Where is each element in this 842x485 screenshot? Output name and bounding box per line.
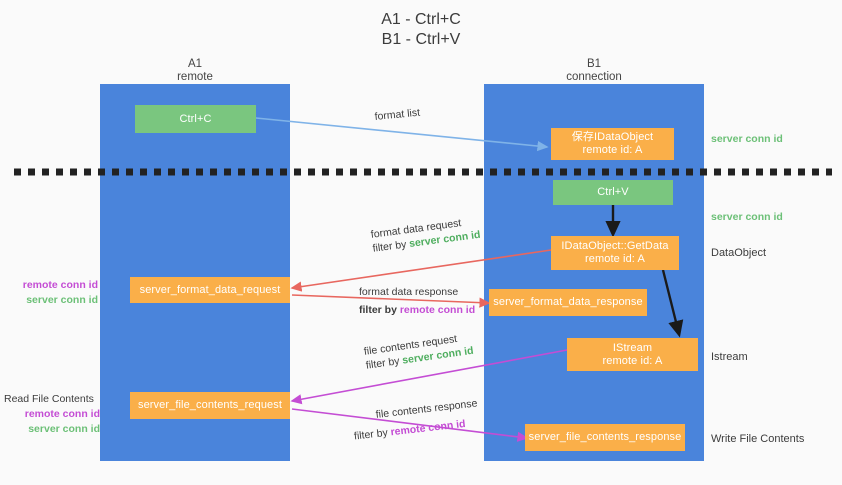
node-server-file-contents-response[interactable]: server_file_contents_response bbox=[525, 424, 685, 451]
edge-label-format-data-response-line1: format data response bbox=[359, 286, 459, 298]
page-title: A1 - Ctrl+C B1 - Ctrl+V bbox=[381, 11, 461, 48]
node-ctrl-v[interactable]: Ctrl+V bbox=[553, 180, 673, 205]
right-annotation-dataobject: DataObject bbox=[711, 247, 767, 259]
node-ctrl-c[interactable]: Ctrl+C bbox=[135, 105, 256, 133]
arrow-getdata-to-istream bbox=[661, 269, 684, 338]
arrow-format-list bbox=[255, 117, 549, 152]
left-annotation-format-conn-ids: remote conn id server conn id bbox=[8, 278, 98, 308]
filter-term-remote-conn-id: remote conn id bbox=[399, 304, 476, 316]
node-save-idataobject[interactable]: 保存IDataObject remote id: A bbox=[551, 128, 674, 160]
right-annotation-istream: Istream bbox=[711, 351, 748, 363]
arrow-file-contents-response bbox=[291, 408, 529, 442]
left-annotation-server-conn-id: server conn id bbox=[28, 423, 100, 435]
node-idataobject-getdata[interactable]: IDataObject::GetData remote id: A bbox=[551, 236, 679, 270]
arrow-file-contents-request bbox=[290, 349, 568, 405]
column-header-b1: B1 connection bbox=[566, 58, 622, 83]
left-annotation-server-conn-id: server conn id bbox=[26, 294, 98, 306]
left-annotation-remote-conn-id: remote conn id bbox=[22, 279, 98, 291]
left-annotation-read-file-heading: Read File Contents bbox=[4, 393, 94, 405]
left-annotation-read-file: Read File Contents remote conn id server… bbox=[4, 392, 104, 437]
arrow-format-data-request bbox=[290, 249, 552, 292]
node-server-format-data-request[interactable]: server_format_data_request bbox=[130, 277, 290, 303]
left-annotation-remote-conn-id: remote conn id bbox=[24, 408, 100, 420]
right-annotation-write-file-contents: Write File Contents bbox=[711, 433, 805, 445]
node-server-file-contents-request[interactable]: server_file_contents_request bbox=[130, 392, 290, 419]
column-header-a1: A1 remote bbox=[177, 58, 213, 83]
node-server-format-data-response[interactable]: server_format_data_response bbox=[489, 289, 647, 316]
node-istream[interactable]: IStream remote id: A bbox=[567, 338, 698, 371]
edge-label-format-data-response: format data response filter by remote co… bbox=[359, 285, 475, 317]
arrow-format-data-response bbox=[291, 294, 491, 308]
edge-label-format-data-response-line2: filter by remote conn id bbox=[359, 304, 476, 316]
right-annotation-server-conn-id-second: server conn id bbox=[711, 211, 783, 223]
right-annotation-server-conn-id-top: server conn id bbox=[711, 133, 783, 145]
